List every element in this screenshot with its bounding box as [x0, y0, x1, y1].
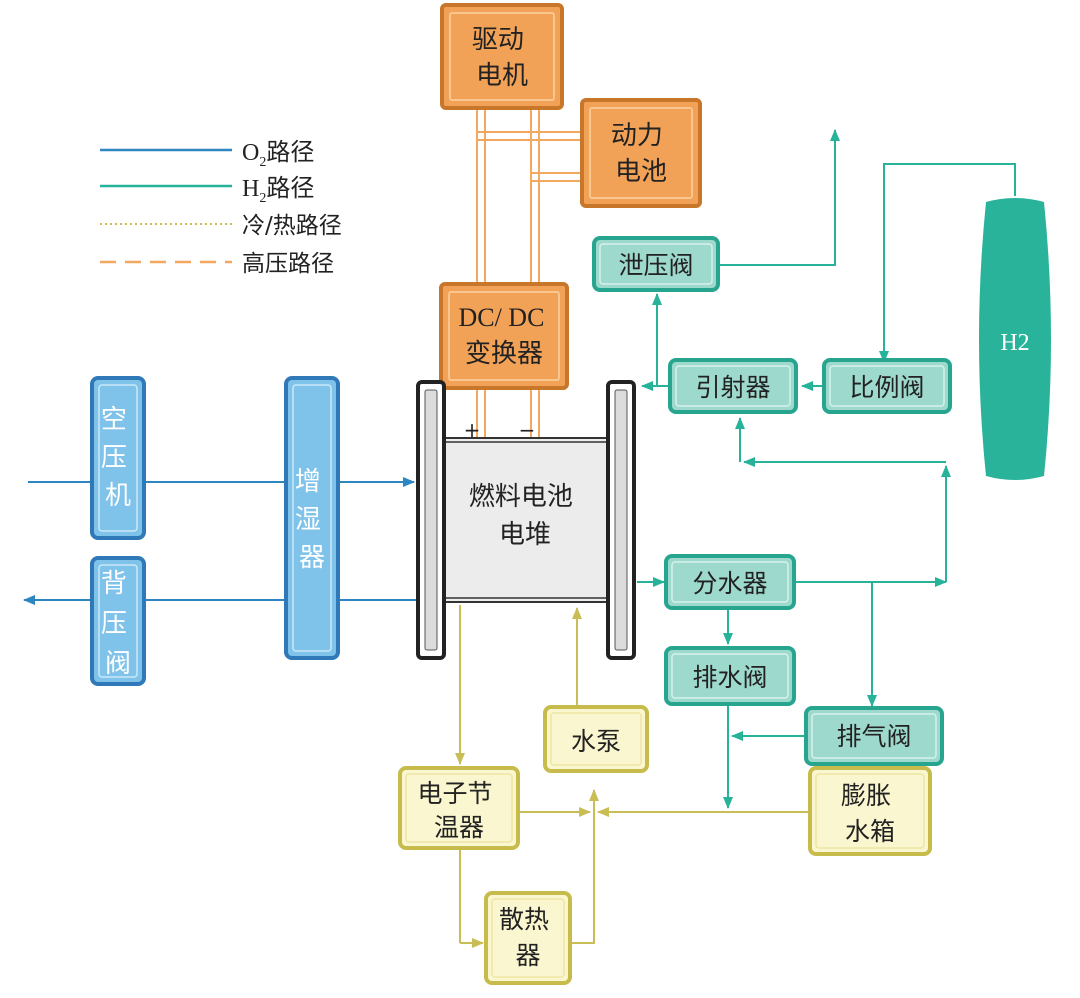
air-compressor: 空 压 机 — [90, 376, 146, 540]
svg-text:泄压阀: 泄压阀 — [618, 251, 693, 280]
svg-text:燃料电池 电堆: 燃料电池 电堆 — [469, 482, 581, 550]
water-separator: 分水器 — [664, 554, 796, 610]
humidifier: 增 湿 器 — [284, 376, 340, 660]
fuel-cell-stack: 燃料电池 电堆 + − — [416, 380, 636, 660]
radiator: 散热 器 — [484, 891, 572, 985]
legend-o2-label: O2路径 — [242, 139, 314, 170]
svg-text:引射器: 引射器 — [695, 373, 770, 402]
svg-text:排水阀: 排水阀 — [692, 663, 767, 692]
svg-text:膨胀 水箱: 膨胀 水箱 — [841, 781, 899, 846]
proportional-valve: 比例阀 — [822, 358, 952, 414]
o2-path — [23, 477, 418, 605]
purge-valve: 排气阀 — [804, 706, 944, 766]
legend-hv-label: 高压路径 — [242, 251, 334, 277]
electronic-thermostat: 电子节 温器 — [398, 766, 520, 850]
svg-text:背 压 阀: 背 压 阀 — [101, 569, 135, 679]
svg-text:增 湿 器: 增 湿 器 — [295, 467, 329, 573]
pressure-relief-valve: 泄压阀 — [592, 236, 720, 292]
drive-motor: 驱动 电机 — [440, 3, 564, 110]
hv-wires — [476, 108, 584, 438]
svg-text:电子节 温器: 电子节 温器 — [418, 779, 501, 842]
svg-text:驱动 电机: 驱动 电机 — [472, 25, 532, 91]
legend: O2路径 H2路径 冷/热路径 高压路径 — [100, 139, 342, 277]
hydrogen-tank: H2 — [979, 198, 1051, 480]
dcdc-converter: DC/ DC 变换器 — [439, 282, 569, 390]
svg-text:散热 器: 散热 器 — [499, 905, 557, 970]
ejector: 引射器 — [668, 358, 798, 414]
stack-minus-terminal: − — [519, 418, 536, 442]
expansion-tank: 膨胀 水箱 — [808, 766, 932, 856]
svg-text:H2: H2 — [1000, 330, 1029, 356]
drain-valve: 排水阀 — [664, 646, 796, 706]
h2-path — [637, 129, 1016, 809]
legend-thermal-label: 冷/热路径 — [242, 213, 342, 239]
stack-plus-terminal: + — [464, 418, 481, 442]
svg-text:动力 电池: 动力 电池 — [611, 121, 671, 187]
svg-text:水泵: 水泵 — [571, 727, 621, 756]
svg-text:比例阀: 比例阀 — [849, 373, 924, 402]
svg-text:分水器: 分水器 — [692, 569, 767, 598]
svg-text:空 压 机: 空 压 机 — [101, 405, 135, 511]
power-battery: 动力 电池 — [580, 98, 702, 208]
water-pump: 水泵 — [543, 705, 649, 773]
legend-h2-label: H2路径 — [242, 175, 314, 206]
svg-text:排气阀: 排气阀 — [836, 722, 911, 751]
coolant-path — [455, 605, 810, 948]
svg-text:DC/ DC 变换器: DC/ DC 变换器 — [458, 303, 549, 369]
back-pressure-valve: 背 压 阀 — [90, 556, 146, 686]
